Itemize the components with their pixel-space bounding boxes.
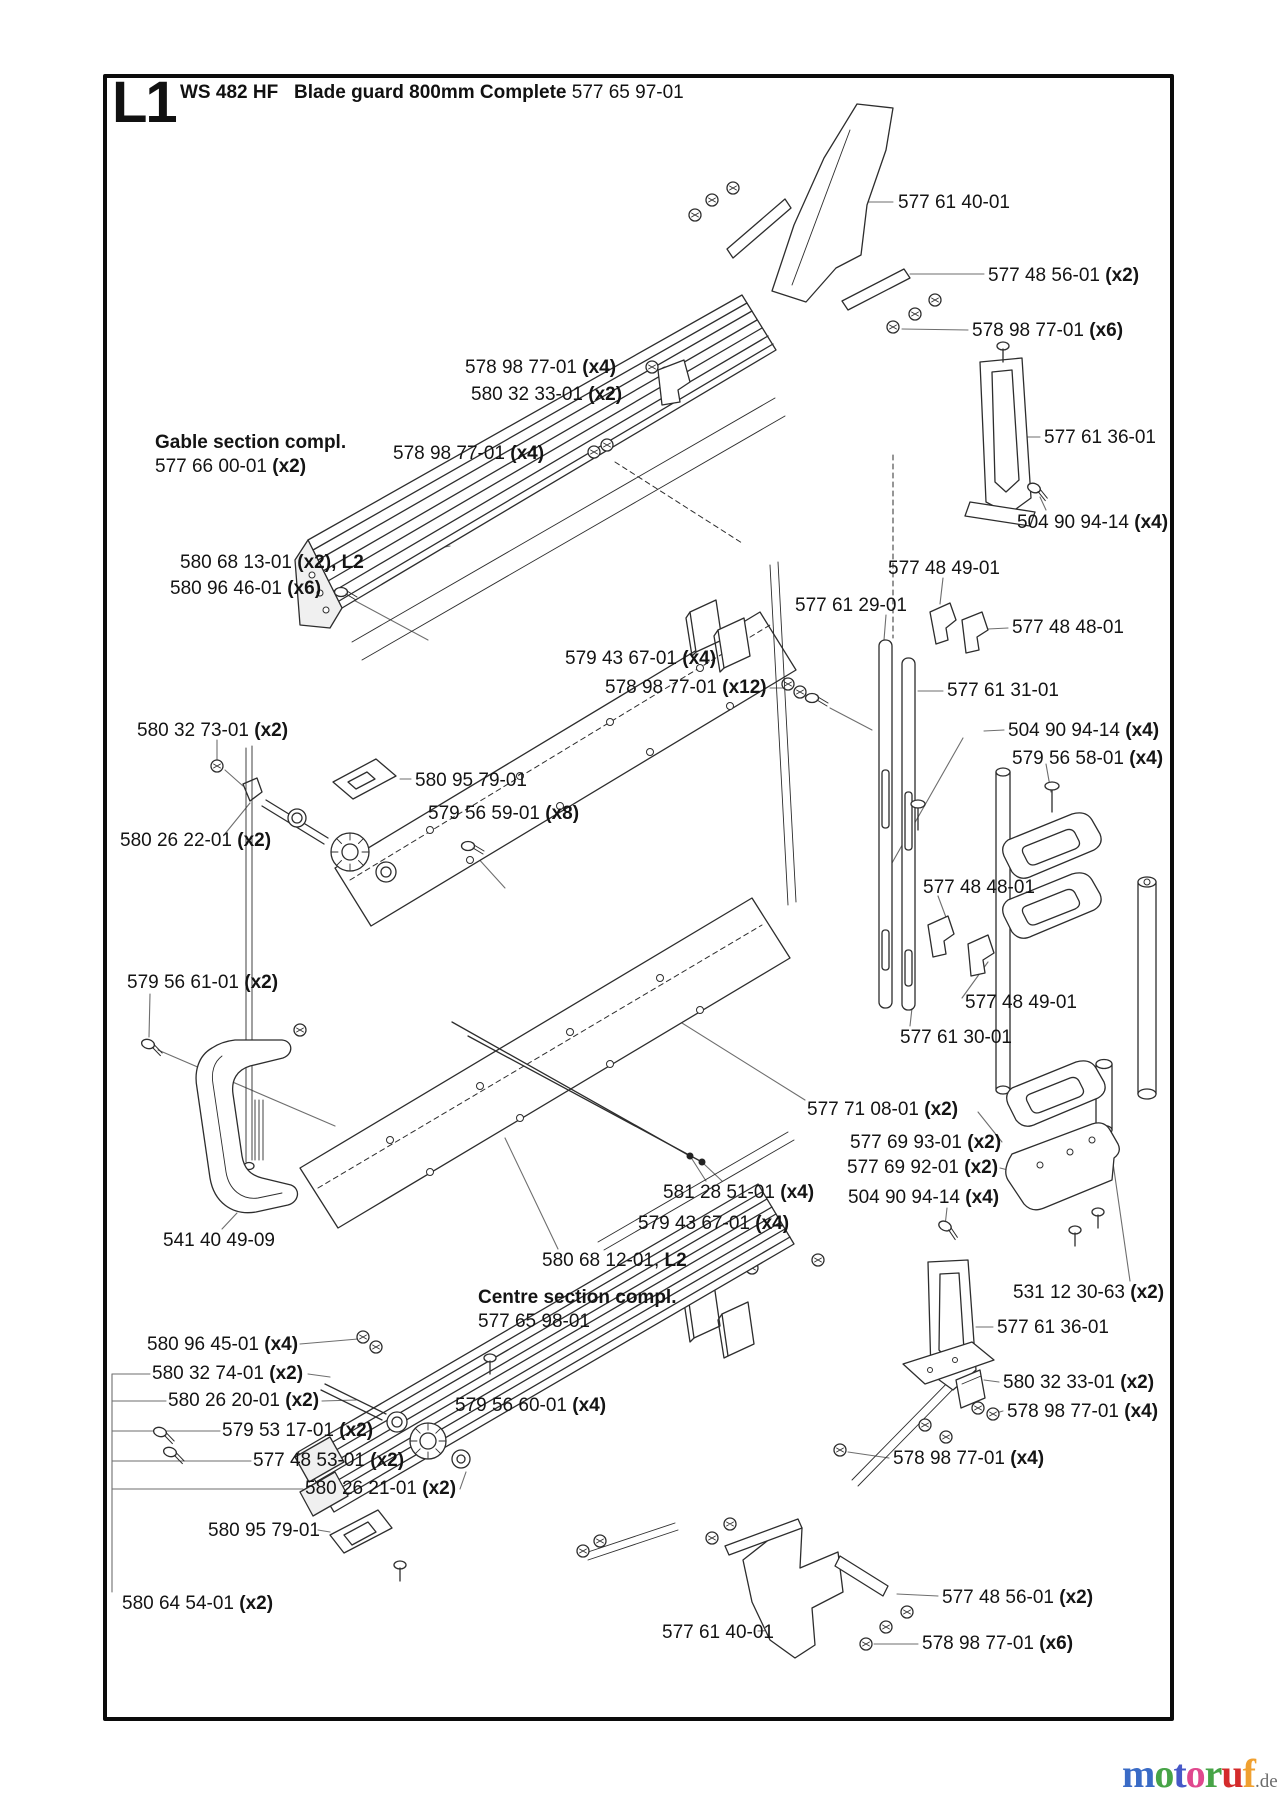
part-label: 579 53 17-01 (x2): [222, 1420, 374, 1441]
part-label: 578 98 77-01 (x6): [922, 1633, 1074, 1654]
part-label: 577 61 36-01: [1044, 427, 1156, 448]
bottom-bracket-assembly-drawing: [576, 1517, 914, 1659]
sheet-title: WS 482 HF Blade guard 800mm Complete 577…: [180, 82, 684, 104]
model-name: WS 482 HF: [180, 82, 279, 103]
part-label: 580 26 22-01 (x2): [120, 830, 272, 851]
clamp-assembly-drawing: [910, 767, 1157, 1247]
part-label: 580 95 79-01: [415, 770, 527, 791]
assembly-part-number: 577 65 97-01: [571, 82, 684, 103]
brand-letter: t: [1173, 1751, 1186, 1796]
part-label: 531 12 30-63 (x2): [1013, 1282, 1165, 1303]
lower-knob-assembly-drawing: [151, 1330, 471, 1469]
part-label: 578 98 77-01 (x4): [1007, 1401, 1159, 1422]
part-label: 581 28 51-01 (x4): [663, 1182, 815, 1203]
part-label: 579 56 58-01 (x4): [1012, 748, 1164, 769]
part-label: 577 48 48-01: [1012, 617, 1124, 638]
part-label: 580 64 54-01 (x2): [122, 1593, 274, 1614]
brand-letter: f: [1242, 1751, 1256, 1796]
part-label: 580 96 45-01 (x4): [147, 1334, 299, 1355]
part-label: 580 68 12-01, L2: [542, 1250, 687, 1271]
part-label: 580 32 74-01 (x2): [152, 1363, 304, 1384]
part-label: 577 61 30-01: [900, 1027, 1012, 1048]
part-label: 577 61 40-01: [662, 1622, 774, 1643]
part-label: 504 90 94-14 (x4): [1008, 720, 1160, 741]
part-label: 541 40 49-09: [163, 1230, 275, 1251]
lower-right-bracket-drawing: [833, 1259, 1000, 1487]
part-label: 580 32 33-01 (x2): [1003, 1372, 1155, 1393]
centre-section-title: Centre section compl. 577 65 98-01: [478, 1287, 677, 1332]
part-label: 577 61 29-01: [795, 595, 907, 616]
part-label: 577 48 53-01 (x2): [253, 1450, 405, 1471]
gable-section-drawing: [294, 294, 894, 661]
assembly-title: Blade guard 800mm Complete: [294, 82, 567, 103]
top-bracket-assembly-drawing: [688, 103, 942, 334]
part-label: 579 43 67-01 (x4): [638, 1213, 790, 1234]
part-label: 577 61 31-01: [947, 680, 1059, 701]
upper-u-bracket-drawing: [964, 341, 1052, 527]
part-label: 577 61 36-01: [997, 1317, 1109, 1338]
part-label: 578 98 77-01 (x4): [893, 1448, 1045, 1469]
part-label: 577 48 56-01 (x2): [988, 265, 1140, 286]
part-label: 577 48 48-01: [923, 877, 1035, 898]
part-label: 580 68 13-01 (x2), L2: [180, 552, 364, 573]
part-label: 577 48 56-01 (x2): [942, 1587, 1094, 1608]
sheet-border: [103, 74, 1174, 1721]
brand-watermark: motoruf.de: [1122, 1750, 1278, 1797]
part-label: 579 56 60-01 (x4): [455, 1395, 607, 1416]
part-label: 580 26 21-01 (x2): [305, 1478, 457, 1499]
part-label: 504 90 94-14 (x4): [848, 1187, 1000, 1208]
part-label: 580 32 73-01 (x2): [137, 720, 289, 741]
part-label: 580 32 33-01 (x2): [471, 384, 623, 405]
brand-letter: o: [1154, 1751, 1174, 1796]
part-label: 577 69 92-01 (x2): [847, 1157, 999, 1178]
upper-panel-drawing: [334, 599, 873, 927]
part-label: 577 48 49-01: [965, 992, 1077, 1013]
centre-section-drawing: [294, 1183, 795, 1582]
brand-letters: motoruf: [1122, 1751, 1256, 1796]
upper-knob-assembly-drawing: [210, 745, 485, 1171]
handle-drawing: [139, 1023, 307, 1214]
part-label: 579 56 59-01 (x8): [428, 803, 580, 824]
part-label: 578 98 77-01 (x4): [465, 357, 617, 378]
brand-letter: m: [1122, 1751, 1155, 1796]
sheet-code: L1: [112, 70, 178, 135]
part-label: 577 48 49-01: [888, 558, 1000, 579]
straps-and-hooks-drawing: [769, 561, 995, 1011]
part-label: 578 98 77-01 (x12): [605, 677, 767, 698]
part-label: 577 71 08-01 (x2): [807, 1099, 959, 1120]
brand-suffix: .de: [1255, 1771, 1278, 1792]
brand-letter: u: [1221, 1751, 1243, 1796]
part-label: 577 61 40-01: [898, 192, 1010, 213]
part-label: 504 90 94-14 (x4): [1017, 512, 1169, 533]
part-label: 579 56 61-01 (x2): [127, 972, 279, 993]
part-label: 579 43 67-01 (x4): [565, 648, 717, 669]
part-label: 577 69 93-01 (x2): [850, 1132, 1002, 1153]
part-label: 580 96 46-01 (x6): [170, 578, 322, 599]
part-label: 578 98 77-01 (x4): [393, 443, 545, 464]
part-label: 580 95 79-01: [208, 1520, 320, 1541]
brand-letter: r: [1204, 1751, 1223, 1796]
gable-section-title: Gable section compl. 577 66 00-01 (x2): [155, 432, 347, 477]
part-label: 578 98 77-01 (x6): [972, 320, 1124, 341]
brand-letter: o: [1185, 1751, 1206, 1796]
part-label: 580 26 20-01 (x2): [168, 1390, 320, 1411]
